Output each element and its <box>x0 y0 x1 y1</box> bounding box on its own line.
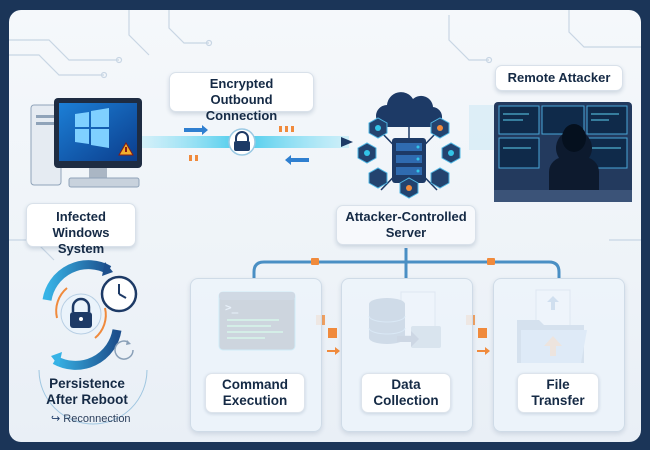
diagram-panel: Infected Windows System Encrypted Outbou… <box>9 10 641 442</box>
remote-attacker-label: Remote Attacker <box>495 65 623 91</box>
data-dots <box>189 126 294 161</box>
command-execution-label: Command Execution <box>205 373 305 413</box>
infected-system-label: Infected Windows System <box>26 203 136 256</box>
server-label: Attacker-Controlled Server <box>336 205 476 245</box>
reconnect-arrow-icon: ↪ <box>51 413 61 425</box>
terminal-prompt: >_ <box>225 301 239 314</box>
circuit-traces <box>9 10 641 261</box>
infected-computer-icon <box>30 98 142 188</box>
persistence-cycle-icon <box>38 260 148 425</box>
connector-locks <box>311 258 495 265</box>
branch-connector <box>252 248 561 278</box>
reconnection-label: Reconnection <box>63 413 131 425</box>
encrypted-connection-label: Encrypted Outbound Connection <box>169 72 314 123</box>
persistence-label: Persistence After Reboot <box>46 376 128 407</box>
server-cluster-icon <box>357 92 461 199</box>
reconnection-note: ↪ Reconnection <box>51 412 131 425</box>
data-collection-label: Data Collection <box>361 373 451 413</box>
file-transfer-label: File Transfer <box>517 373 599 413</box>
lock-icon <box>228 128 256 156</box>
remote-attacker-icon <box>494 102 632 202</box>
flow-arrows <box>184 125 353 165</box>
